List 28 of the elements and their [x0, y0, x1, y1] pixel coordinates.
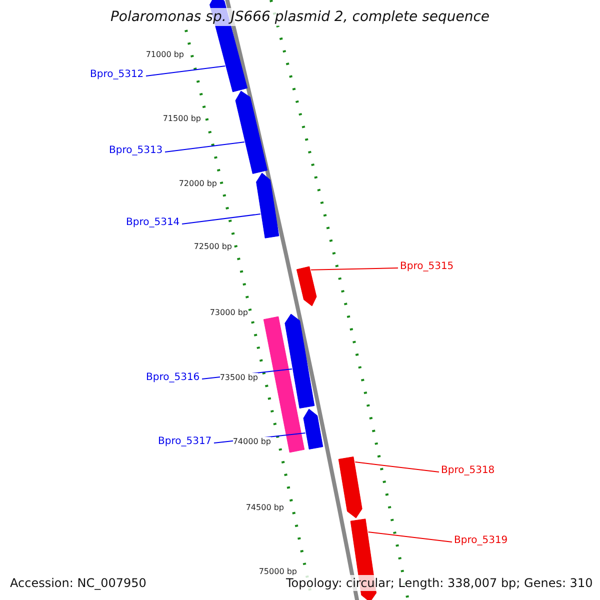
gene-label: Bpro_5312 [90, 69, 144, 81]
gene-block [303, 408, 324, 450]
gene-block [284, 314, 315, 409]
gene-label: Bpro_5319 [454, 535, 508, 547]
gene-label: Bpro_5315 [400, 261, 454, 273]
leader-line [164, 142, 245, 152]
leader-line [310, 268, 398, 270]
leader-line [182, 214, 261, 224]
scale-label: 75000 bp [258, 567, 297, 577]
gene-label: Bpro_5318 [441, 465, 495, 477]
gene-block [338, 456, 362, 518]
footer-text: Topology: circular; Length: 338,007 bp; Genes: 310 [284, 575, 595, 591]
gene-label: Bpro_5313 [109, 145, 163, 157]
scale-label: 74000 bp [232, 437, 271, 447]
leader-line [354, 462, 440, 472]
scale-label: 73500 bp [220, 373, 258, 383]
leader-line [368, 532, 452, 542]
gene-block [296, 266, 317, 306]
scale-label: 74500 bp [246, 503, 284, 513]
gene-label: Bpro_5316 [146, 372, 200, 384]
gene-label: Bpro_5314 [126, 217, 180, 229]
gene-block [256, 172, 280, 238]
scale-label: 71500 bp [162, 114, 201, 124]
gene-block [263, 316, 305, 453]
gene-block [235, 90, 268, 174]
gene-label: Bpro_5317 [158, 436, 212, 448]
leader-line [146, 66, 226, 76]
footer-text: Accession: NC_007950 [8, 575, 148, 591]
